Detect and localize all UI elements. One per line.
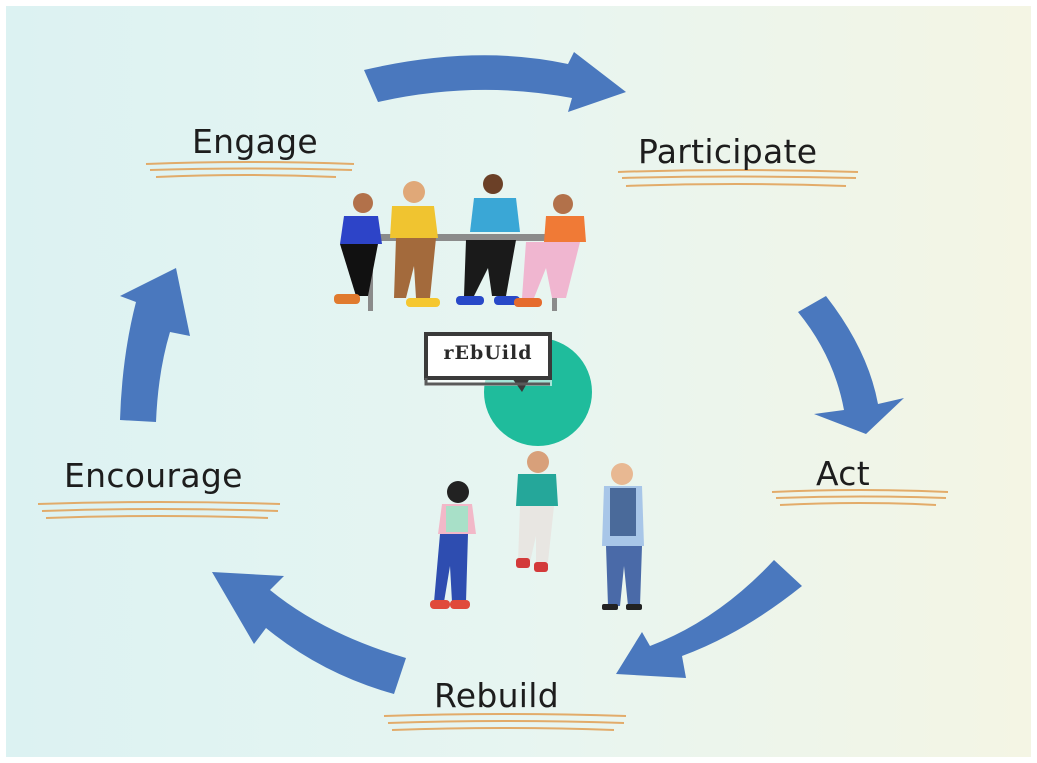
cycle-diagram: rEbUild Engage Participate Act Rebuild E…	[6, 6, 1031, 757]
stage-label-rebuild: Rebuild	[434, 676, 559, 715]
stage-label-encourage: Encourage	[64, 456, 243, 495]
rebuild-logo	[424, 332, 592, 446]
arrow-rebuild-to-encourage	[212, 572, 406, 694]
underline-act	[771, 489, 949, 506]
meeting-table-illustration	[334, 174, 586, 311]
underline-rebuild	[383, 713, 627, 731]
stage-label-engage: Engage	[192, 122, 318, 161]
arrow-act-to-rebuild	[616, 560, 802, 678]
cycle-arrows	[120, 52, 904, 694]
underline-encourage	[37, 501, 281, 519]
arrow-engage-to-participate	[364, 52, 626, 112]
stage-label-participate: Participate	[638, 132, 818, 171]
underline-engage	[145, 161, 355, 178]
diagram-artwork	[37, 52, 949, 731]
underline-participate	[617, 169, 859, 187]
standing-people-illustration	[430, 451, 644, 610]
arrow-participate-to-act	[798, 296, 904, 434]
label-underlines	[37, 161, 949, 731]
stage-label-act: Act	[816, 454, 870, 493]
arrow-encourage-to-engage	[120, 268, 190, 422]
logo-text: rEbUild	[443, 342, 533, 364]
